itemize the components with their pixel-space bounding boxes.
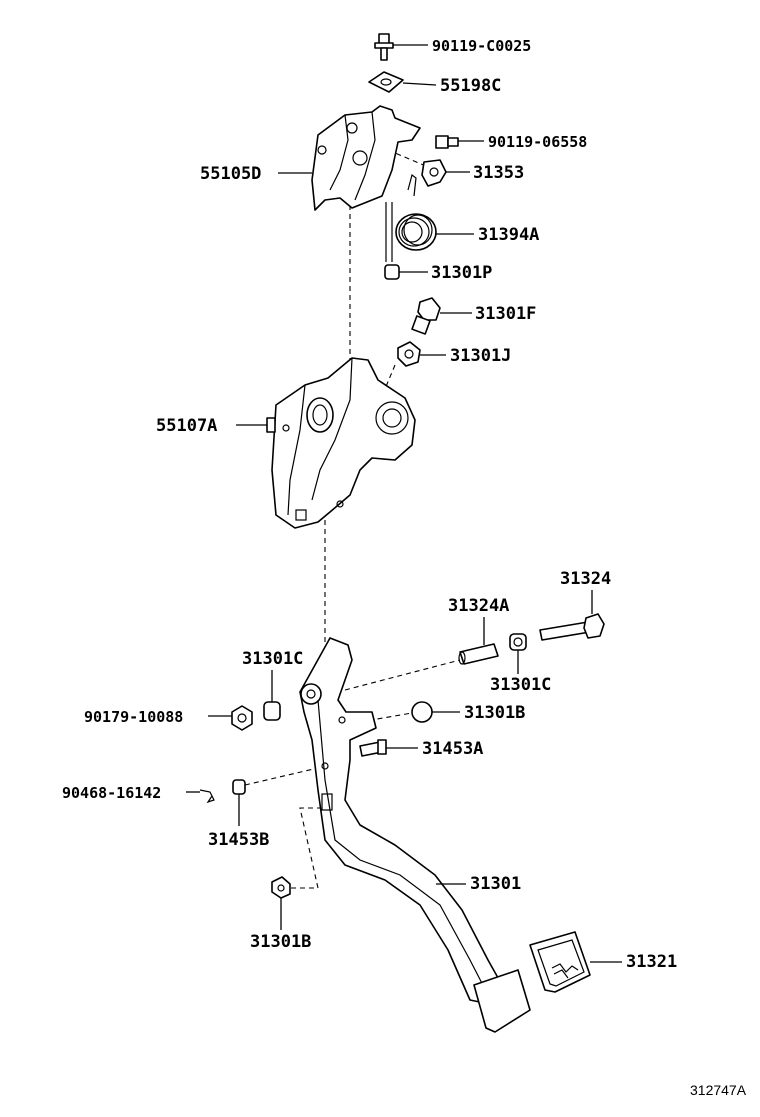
bushing-31301c-right: [509, 633, 527, 674]
collar-31453b: [232, 779, 246, 826]
figure-id: 312747A: [690, 1082, 747, 1098]
label-90468-16142: 90468-16142: [62, 784, 162, 802]
bush-31301p: [384, 264, 428, 280]
label-31301c-right: 31301C: [490, 675, 552, 695]
label-31324a: 31324A: [448, 596, 510, 616]
label-31301: 31301: [470, 874, 522, 894]
stopper-31301b-right: [411, 701, 460, 723]
label-31324: 31324: [560, 569, 612, 589]
label-31301j: 31301J: [450, 346, 512, 366]
bolt-31324: [539, 590, 605, 641]
label-31394a: 31394A: [478, 225, 540, 245]
label-90179-10088: 90179-10088: [84, 708, 184, 726]
nut-90179-10088: [208, 705, 253, 731]
nut-31301j: [397, 341, 446, 367]
label-31453b: 31453B: [208, 830, 270, 850]
clip-31353: [421, 159, 470, 187]
label-31301b-right: 31301B: [464, 703, 526, 723]
label-31453a: 31453A: [422, 739, 484, 759]
label-31301p: 31301P: [431, 263, 493, 283]
label-31301f: 31301F: [475, 304, 537, 324]
label-90119-c0025: 90119-C0025: [432, 37, 532, 55]
spring-31394a: [385, 173, 474, 262]
label-55198c: 55198C: [440, 76, 502, 96]
pad-cover-31321: [529, 931, 622, 993]
bushing-31301c-left: [263, 670, 281, 721]
clip-nut-55198c: [368, 71, 437, 93]
bolt-90119-06558: [435, 135, 484, 149]
label-31321: 31321: [626, 952, 678, 972]
pin-31453a: [359, 739, 418, 757]
stopper-31301b-bottom: [271, 876, 291, 930]
clip-90468-16142: [186, 789, 215, 804]
label-55107a: 55107A: [156, 416, 218, 436]
bracket-55105d: [278, 105, 421, 211]
bolt-90119-c0025: [374, 33, 428, 61]
assembly-lines: [244, 149, 461, 889]
pedal-arm-31301: [299, 637, 531, 1033]
label-31301b-bottom: 31301B: [250, 932, 312, 952]
label-31301c-left: 31301C: [242, 649, 304, 669]
label-55105d: 55105D: [200, 164, 262, 184]
label-31353: 31353: [473, 163, 525, 183]
label-90119-06558: 90119-06558: [488, 133, 588, 151]
collar-31324a: [458, 617, 499, 665]
bracket-55107a: [236, 357, 416, 529]
bolt-31301f: [411, 297, 472, 335]
